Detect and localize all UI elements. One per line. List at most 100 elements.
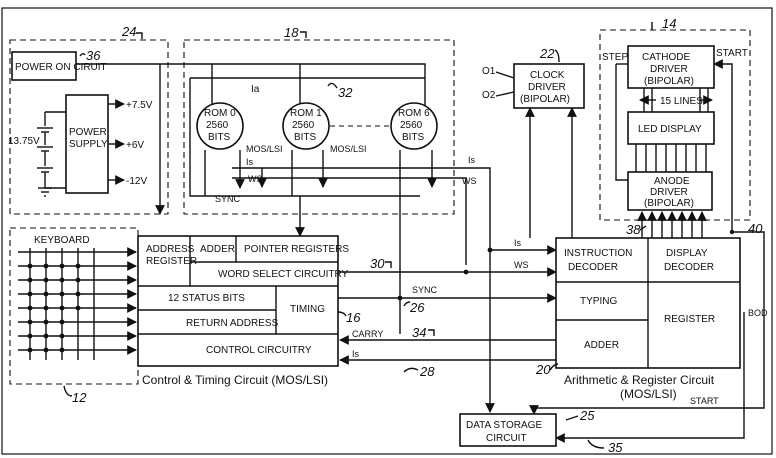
anode-driver-box: [627, 171, 713, 211]
power-group: 24 POWER ON CIRUIT 36 13.75V POWER SUPPL…: [8, 24, 169, 215]
rom-1-size: 2560: [292, 120, 315, 131]
power-on-circuit-label: POWER ON CIRUIT: [15, 62, 107, 73]
typing-label: TYPING: [580, 296, 617, 307]
rom-ws-label: WS: [248, 174, 263, 184]
control-timing-circuit: ADDRESS REGISTER ADDER POINTER REGISTERS…: [137, 235, 435, 387]
clock-driver-box: [513, 63, 585, 109]
keyboard-label: KEYBOARD: [34, 235, 90, 246]
cathode-driver-line2: DRIVER: [650, 64, 688, 75]
anode-driver-line2: DRIVER: [650, 187, 688, 198]
address-register-line2: REGISTER: [146, 256, 197, 267]
bus-is-label: Is: [514, 238, 522, 248]
rom-is-label: Is: [246, 157, 254, 167]
led-display-box: [627, 111, 715, 145]
ar-adder-label: ADDER: [584, 340, 619, 351]
word-select-label: WORD SELECT CIRCUITRY: [218, 269, 349, 280]
rom-sync-label: SYNC: [215, 194, 241, 204]
data-storage-box: [459, 413, 557, 447]
address-register-line1: ADDRESS: [146, 244, 195, 255]
data-storage-ref: 25: [579, 408, 595, 423]
power-on-circuit-ref: 36: [86, 48, 101, 63]
display-group-ref: 14: [662, 16, 676, 31]
rom-0-unit: BITS: [208, 132, 231, 143]
battery-symbol: [37, 112, 53, 197]
clock-driver: CLOCK DRIVER (BIPOLAR) 22 O1 O2: [482, 46, 585, 238]
outer-frame: [1, 7, 773, 455]
return-address-label: RETURN ADDRESS: [186, 318, 279, 329]
lines-label: 15 LINES: [660, 96, 703, 107]
clock-driver-line3: (BIPOLAR): [520, 94, 570, 105]
display-decoder-line1: DISPLAY: [666, 248, 708, 259]
bus-carry-label: CARRY: [352, 329, 383, 339]
clock-driver-line2: DRIVER: [528, 82, 566, 93]
display-decoder-line2: DECODER: [664, 262, 714, 273]
rom-group-boundary: [183, 39, 455, 215]
battery-voltage: 13.75V: [8, 136, 40, 147]
register-label: REGISTER: [664, 314, 715, 325]
ar-caption-line2: (MOS/LSI): [620, 387, 677, 401]
bus-sync-label: SYNC: [412, 285, 438, 295]
keyboard-ref: 12: [72, 390, 87, 405]
data-storage-line1: DATA STORAGE: [466, 420, 542, 431]
rom-1-unit: BITS: [294, 132, 317, 143]
power-on-circuit-box: [11, 51, 77, 81]
bod-label: BOD: [748, 308, 768, 318]
rom-bus-ref: 32: [338, 85, 353, 100]
ref-16: 16: [346, 310, 361, 325]
ref-28: 28: [419, 364, 435, 379]
power-group-boundary: [9, 39, 169, 215]
ref-38: 38: [626, 222, 641, 237]
power-supply-label-1: POWER: [69, 127, 107, 138]
power-output-1: +7.5V: [126, 100, 153, 111]
rom-0-size: 2560: [206, 120, 229, 131]
keyboard-group: KEYBOARD 12: [9, 227, 139, 405]
rom-current-label: Ia: [251, 84, 260, 95]
is-label-right: Is: [468, 155, 476, 165]
step-label: STEP: [602, 52, 628, 63]
ar-caption-line1: Arithmetic & Register Circuit: [564, 373, 715, 387]
data-storage-circuit: DATA STORAGE CIRCUIT 25 35: [459, 408, 623, 455]
anode-driver-line3: (BIPOLAR): [644, 198, 694, 209]
power-group-ref: 24: [121, 24, 136, 39]
control-timing-caption: Control & Timing Circuit (MOS/LSI): [142, 373, 328, 387]
instruction-decoder-line1: INSTRUCTION: [564, 248, 632, 259]
keyboard-matrix: [18, 247, 137, 360]
cathode-driver-line3: (BIPOLAR): [644, 76, 694, 87]
arithmetic-register-circuit: INSTRUCTION DECODER DISPLAY DECODER TYPI…: [535, 237, 741, 401]
rom-0: ROM 0 2560 BITS: [196, 102, 244, 150]
power-output-3: -12V: [126, 176, 147, 187]
power-supply-label-2: SUPPLY: [69, 139, 108, 150]
rom-6-name: ROM 6: [398, 108, 430, 119]
bus-ws-label: WS: [514, 260, 529, 270]
clock-output-1: O1: [482, 66, 496, 77]
rom-1: ROM 1 2560 BITS: [282, 102, 330, 150]
clock-driver-line1: CLOCK: [530, 70, 565, 81]
rom-0-name: ROM 0: [204, 108, 236, 119]
control-timing-box: [137, 235, 339, 367]
ct-adder-label: ADDER: [200, 244, 235, 255]
rom-6-unit: BITS: [402, 132, 425, 143]
rom-1-name: ROM 1: [290, 108, 322, 119]
cathode-driver-line1: CATHODE: [642, 52, 690, 63]
ref-34: 34: [412, 325, 426, 340]
start-bottom-label: START: [690, 396, 719, 406]
clock-driver-ref: 22: [539, 46, 555, 61]
ref-35: 35: [608, 440, 623, 455]
timing-label: TIMING: [290, 304, 325, 315]
display-group: 14 CATHODE DRIVER (BIPOLAR) STEP START 1…: [599, 16, 763, 240]
rom-group-ref: 18: [284, 25, 299, 40]
signal-buses: Is WS 30 SYNC 26 CARRY 34 Is: [295, 196, 557, 365]
rom-6-size: 2560: [400, 120, 423, 131]
ref-40: 40: [748, 221, 763, 236]
pointer-registers-label: POINTER REGISTERS: [244, 244, 349, 255]
data-storage-line2: CIRCUIT: [486, 433, 527, 444]
rom-tech-label-2: MOS/LSI: [330, 144, 367, 154]
ws-label-right: WS: [462, 176, 477, 186]
power-output-2: +6V: [126, 140, 144, 151]
instruction-decoder-line2: DECODER: [568, 262, 618, 273]
control-circuitry-label: CONTROL CIRCUITRY: [206, 345, 312, 356]
anode-driver-line1: ANODE: [654, 176, 690, 187]
rom-group: 18 Ia 32 ROM 0 2560 BITS ROM 1 2560 BITS…: [183, 25, 470, 215]
bus-is-return-label: Is: [352, 349, 360, 359]
